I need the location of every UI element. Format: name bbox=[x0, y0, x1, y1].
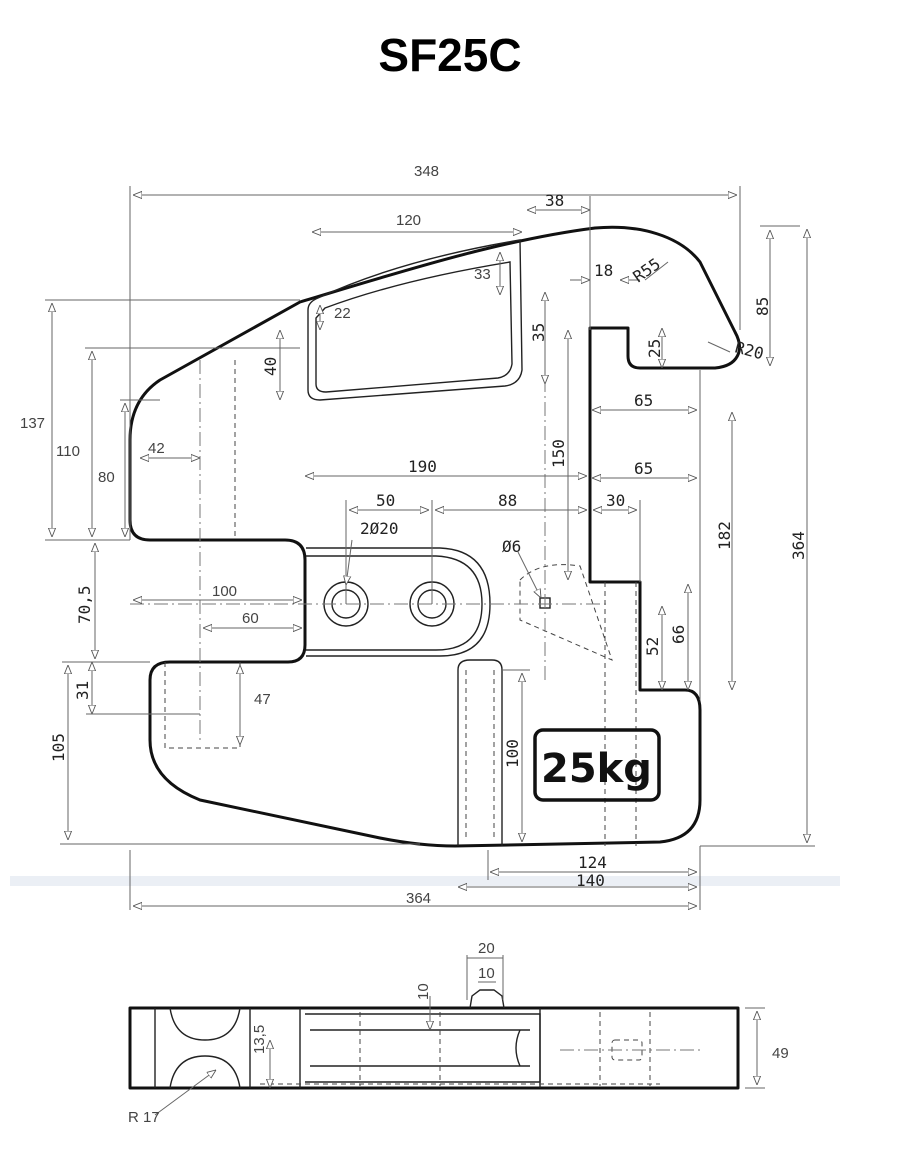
dim-100-vertical: 100 bbox=[503, 739, 522, 768]
side-dimension-labels: 20 10 10 13,5 49 R 17 bbox=[128, 940, 789, 1126]
dim-137: 137 bbox=[20, 415, 45, 432]
dim-phi6: Ø6 bbox=[502, 537, 521, 556]
dim-35: 35 bbox=[529, 323, 548, 342]
side-dim-10-top: 10 bbox=[478, 965, 495, 982]
side-boss bbox=[469, 989, 505, 1009]
dim-r20: R20 bbox=[733, 338, 766, 364]
dim-47: 47 bbox=[254, 691, 271, 708]
upper-window bbox=[307, 239, 523, 401]
dim-190: 190 bbox=[408, 457, 437, 476]
dim-65-middle: 65 bbox=[634, 459, 653, 478]
side-outline bbox=[128, 1006, 740, 1090]
dim-80: 80 bbox=[98, 469, 115, 486]
dim-30: 30 bbox=[606, 491, 625, 510]
dim-120: 120 bbox=[396, 212, 421, 229]
side-view bbox=[128, 955, 765, 1116]
weight-label: 25kg bbox=[541, 746, 652, 792]
dim-25: 25 bbox=[645, 339, 664, 358]
side-notch-top bbox=[169, 1007, 241, 1041]
dim-r55: R55 bbox=[629, 254, 664, 286]
dimension-lines bbox=[45, 186, 815, 910]
dim-70-5: 70,5 bbox=[75, 585, 94, 624]
slot-plate-inner bbox=[306, 555, 483, 651]
drawing-title: SF25C bbox=[378, 29, 522, 81]
dim-364-vertical: 364 bbox=[789, 531, 808, 560]
weight-outline bbox=[128, 225, 741, 848]
dim-110: 110 bbox=[56, 443, 80, 460]
dim-66: 66 bbox=[669, 625, 688, 644]
upper-window-inner bbox=[315, 261, 513, 393]
dim-150: 150 bbox=[549, 439, 568, 468]
pocket-hidden bbox=[164, 662, 241, 749]
dim-2-holes: 2Ø20 bbox=[360, 519, 399, 538]
front-view: 25kg bbox=[128, 225, 741, 848]
dim-42: 42 bbox=[148, 440, 165, 457]
dim-33: 33 bbox=[474, 266, 491, 283]
dim-40: 40 bbox=[261, 357, 280, 376]
dim-65-upper: 65 bbox=[634, 391, 653, 410]
dim-60: 60 bbox=[242, 610, 259, 627]
dim-140: 140 bbox=[576, 871, 605, 890]
side-notch-bottom bbox=[169, 1055, 241, 1089]
dim-52: 52 bbox=[643, 637, 662, 656]
side-dim-r17: R 17 bbox=[128, 1109, 160, 1126]
side-dim-20: 20 bbox=[478, 940, 495, 957]
dim-22: 22 bbox=[334, 305, 351, 322]
side-dim-13-5: 13,5 bbox=[251, 1025, 268, 1054]
dim-364-bottom: 364 bbox=[406, 890, 431, 907]
dim-124: 124 bbox=[578, 853, 607, 872]
dim-105: 105 bbox=[49, 733, 68, 762]
slot-plate bbox=[306, 547, 491, 657]
dim-88: 88 bbox=[498, 491, 517, 510]
dim-348: 348 bbox=[414, 163, 439, 180]
vertical-rib bbox=[457, 659, 503, 846]
dim-100-horizontal: 100 bbox=[212, 583, 237, 600]
dim-38: 38 bbox=[545, 191, 564, 210]
dim-31: 31 bbox=[73, 681, 92, 700]
scan-band bbox=[10, 876, 840, 886]
wedge-hidden bbox=[519, 564, 613, 661]
weight-label-box bbox=[533, 728, 661, 802]
dim-18: 18 bbox=[594, 261, 613, 280]
side-channel bbox=[305, 1013, 541, 1083]
dim-182: 182 bbox=[715, 521, 734, 550]
side-dim-10-left: 10 bbox=[415, 983, 432, 1000]
dimension-labels: 348 38 120 33 22 18 R55 85 35 25 R20 40 … bbox=[20, 163, 808, 907]
side-dim-49: 49 bbox=[772, 1045, 789, 1062]
dim-85: 85 bbox=[753, 297, 772, 316]
dim-50: 50 bbox=[376, 491, 395, 510]
